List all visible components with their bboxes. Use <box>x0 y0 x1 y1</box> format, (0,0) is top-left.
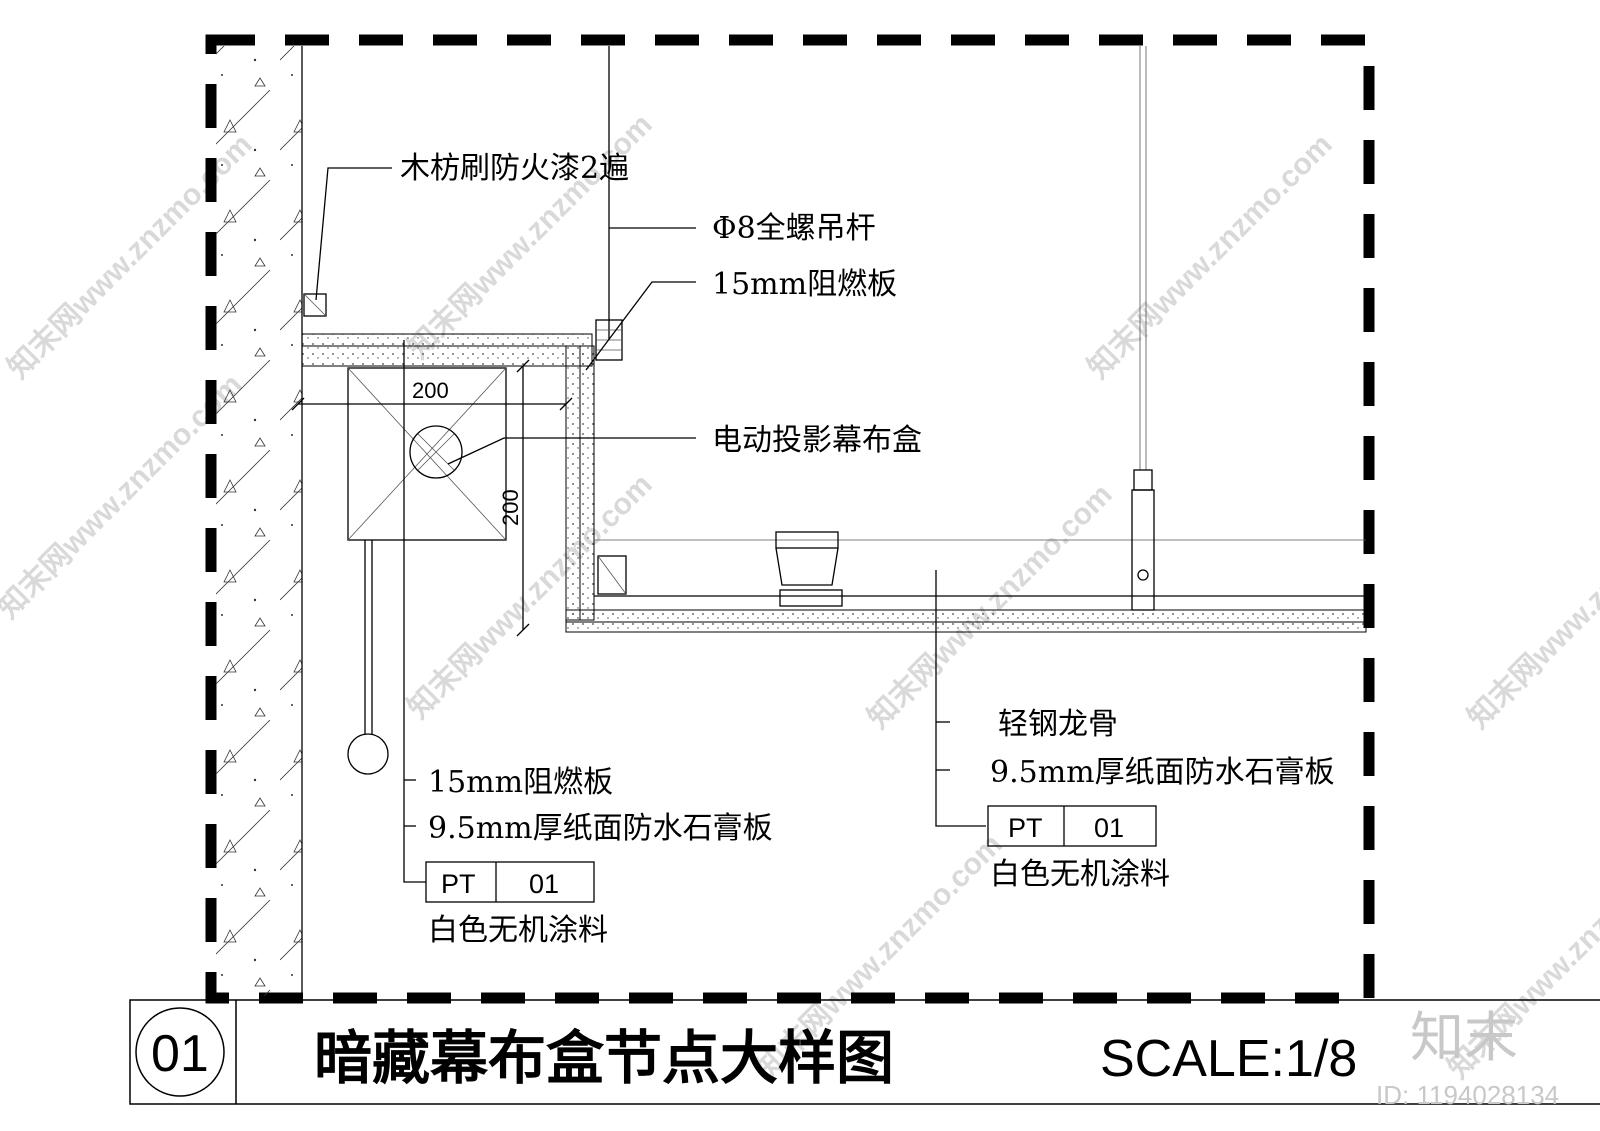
watermark-text: 知末网www.znzmo.com <box>1082 128 1339 385</box>
label-board-top: 15mm阻燃板 <box>712 267 897 302</box>
finish-tag-right: PT 01 <box>987 805 1157 847</box>
wood-batten <box>303 293 327 317</box>
tag-number: 01 <box>1094 813 1124 843</box>
watermark-logo: 知末 <box>1410 1006 1518 1069</box>
detail-frame <box>205 34 1375 1004</box>
hanger-nut <box>1133 469 1153 491</box>
ceiling-gypsum <box>565 621 1367 633</box>
dimension-label-width: 200 <box>412 378 449 403</box>
label-keel: 轻钢龙骨 <box>998 707 1118 742</box>
dimension-vertical: 200 <box>498 359 530 637</box>
top-board <box>301 333 593 347</box>
top-gypsum <box>301 345 593 367</box>
tag-code: PT <box>1008 813 1043 843</box>
watermark-text: 知末网www.znzmo.com <box>862 478 1119 735</box>
screen-roller <box>409 425 463 479</box>
side-wood-block <box>597 555 627 595</box>
leader-lines <box>315 167 986 883</box>
light-fixture <box>775 531 839 549</box>
watermark-id: ID: 1194028134 <box>1376 1080 1559 1110</box>
watermark-text: 知末网www.znzmo.com <box>1462 478 1600 735</box>
watermark-text: 知末网www.znzmo.com <box>402 108 659 365</box>
label-board-left: 15mm阻燃板 <box>428 765 613 800</box>
label-gypsum-left: 9.5mm厚纸面防水石膏板 <box>428 811 773 846</box>
side-board <box>565 345 581 621</box>
ceiling-board <box>565 609 1367 623</box>
tag-number: 01 <box>529 869 559 899</box>
concrete-wall <box>216 46 302 996</box>
detail-title: 暗藏幕布盒节点大样图 <box>314 1024 894 1092</box>
label-gypsum-right: 9.5mm厚纸面防水石膏板 <box>990 755 1335 790</box>
detail-scale: SCALE:1/8 <box>1100 1030 1357 1088</box>
title-block: 01 暗藏幕布盒节点大样图 SCALE:1/8 <box>129 999 1600 1105</box>
side-gypsum <box>579 345 595 621</box>
label-rod: Φ8全螺吊杆 <box>712 211 876 246</box>
detail-number: 01 <box>151 1025 209 1083</box>
label-screen-box: 电动投影幕布盒 <box>712 423 922 458</box>
screen-weight <box>347 733 389 775</box>
finish-tag-left: PT 01 <box>425 861 595 903</box>
hanger-clip <box>1131 489 1155 611</box>
label-wood-fireproof: 木枋刷防火漆2遍 <box>400 151 629 186</box>
tag-desc-left: 白色无机涂料 <box>428 913 608 948</box>
screen-box <box>347 367 507 541</box>
tag-desc-right: 白色无机涂料 <box>990 857 1170 892</box>
dimension-horizontal: 200 <box>291 378 573 411</box>
dimension-label-height: 200 <box>498 489 523 526</box>
tag-code: PT <box>441 869 476 899</box>
